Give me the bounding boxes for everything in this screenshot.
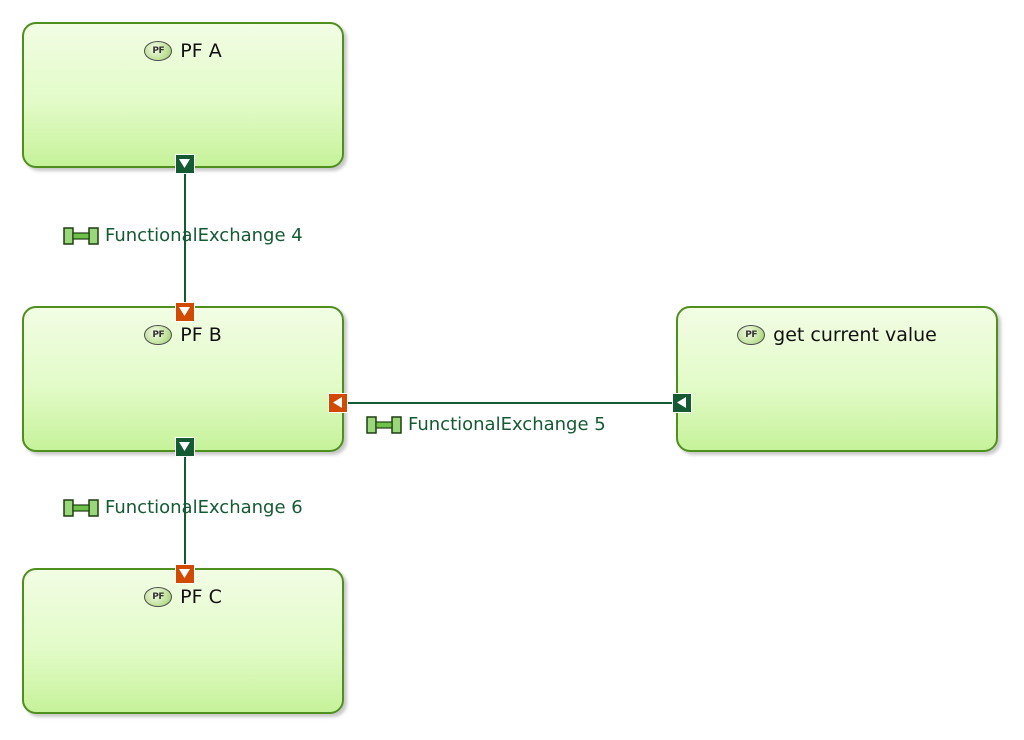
- pf-c-input-port[interactable]: [175, 564, 195, 584]
- pf-b-input-port-top[interactable]: [175, 302, 195, 322]
- function-pf-c[interactable]: PF PF C: [22, 568, 344, 714]
- physical-function-icon: PF: [737, 325, 766, 345]
- functional-exchange-icon: [63, 498, 99, 517]
- function-pf-b[interactable]: PF PF B: [22, 306, 344, 452]
- input-port-icon: [179, 307, 190, 316]
- function-label: PF A: [180, 40, 222, 62]
- output-port-icon: [179, 442, 190, 451]
- physical-function-icon: PF: [144, 325, 173, 345]
- functional-exchange-icon: [366, 415, 402, 434]
- function-title: PF PF C: [24, 586, 342, 608]
- functional-exchange-4-line[interactable]: [184, 172, 186, 304]
- pf-a-output-port[interactable]: [175, 154, 195, 174]
- physical-function-icon: PF: [144, 41, 173, 61]
- input-port-icon: [333, 397, 342, 408]
- function-label: PF C: [180, 586, 222, 608]
- get-current-value-output-port[interactable]: [672, 393, 692, 413]
- function-pf-a[interactable]: PF PF A: [22, 22, 344, 168]
- function-label: PF B: [180, 324, 222, 346]
- pf-b-output-port[interactable]: [175, 437, 195, 457]
- exchange-label: FunctionalExchange 6: [105, 497, 303, 518]
- functional-exchange-5-line[interactable]: [348, 402, 672, 404]
- functional-exchange-6-line[interactable]: [184, 456, 186, 566]
- functional-exchange-icon: [63, 226, 99, 245]
- function-title: PF get current value: [678, 324, 996, 346]
- pf-b-input-port-right[interactable]: [328, 393, 348, 413]
- exchange-label: FunctionalExchange 5: [408, 414, 606, 435]
- function-title: PF PF B: [24, 324, 342, 346]
- functional-exchange-4-label[interactable]: FunctionalExchange 4: [63, 225, 303, 246]
- input-port-icon: [179, 569, 190, 578]
- function-label: get current value: [773, 324, 937, 346]
- functional-exchange-5-label[interactable]: FunctionalExchange 5: [366, 414, 606, 435]
- function-get-current-value[interactable]: PF get current value: [676, 306, 998, 452]
- physical-function-icon: PF: [144, 587, 173, 607]
- output-port-icon: [179, 159, 190, 168]
- function-title: PF PF A: [24, 40, 342, 62]
- output-port-icon: [677, 397, 686, 408]
- functional-exchange-6-label[interactable]: FunctionalExchange 6: [63, 497, 303, 518]
- exchange-label: FunctionalExchange 4: [105, 225, 303, 246]
